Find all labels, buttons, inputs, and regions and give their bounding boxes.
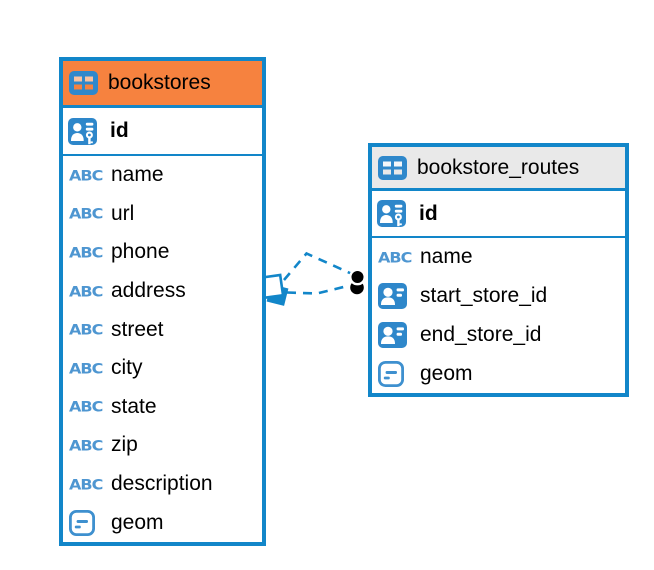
entity-table-bookstores[interactable]: bookstores id ABC name ABC url ABC phone… [59,57,266,546]
entity-table-bookstore-routes[interactable]: bookstore_routes id ABC name start_store… [368,143,629,397]
column-row-street[interactable]: ABC street [63,310,262,349]
table-header-bookstores[interactable]: bookstores [63,61,262,108]
table-icon [69,71,98,95]
text-type-icon: ABC [69,359,103,377]
column-label: geom [111,510,164,534]
primary-key-icon [68,118,104,145]
column-row-url[interactable]: ABC url [63,195,262,234]
text-type-icon: ABC [378,249,412,266]
column-label: state [111,394,157,418]
text-type-icon: ABC [69,166,103,184]
column-label: start_store_id [420,284,548,308]
table-title: bookstores [108,71,211,94]
text-type-icon: ABC [69,244,103,261]
geometry-type-icon [69,510,105,536]
text-type-icon: ABC [69,475,103,493]
column-row-id[interactable]: id [63,108,262,156]
column-row-name[interactable]: ABC name [63,156,262,195]
column-row-phone[interactable]: ABC phone [63,233,262,272]
column-row-description[interactable]: ABC description [63,465,262,504]
column-row-geom[interactable]: geom [63,503,262,542]
column-row-state[interactable]: ABC state [63,388,262,427]
relationship-line-end-store[interactable] [286,284,350,295]
column-label: geom [420,361,473,385]
column-label: street [111,317,164,341]
column-label: phone [111,240,170,264]
column-label: name [420,245,473,269]
table-title: bookstore_routes [417,155,580,179]
relationship-endpoint-dot-upper[interactable] [349,268,366,286]
column-list: ABC name ABC url ABC phone ABC address A… [63,156,262,542]
foreign-key-icon [378,283,414,309]
column-row-geom[interactable]: geom [372,354,625,393]
table-icon [378,156,407,180]
primary-key-icon [377,200,413,227]
text-type-icon: ABC [69,205,103,223]
column-label: id [110,119,129,142]
column-row-end-store-id[interactable]: end_store_id [372,316,625,355]
column-label: address [111,279,186,303]
column-label: name [111,163,164,187]
foreign-key-icon [378,322,414,348]
column-label: description [111,472,213,496]
column-row-start-store-id[interactable]: start_store_id [372,277,625,316]
column-row-city[interactable]: ABC city [63,349,262,388]
column-row-id[interactable]: id [372,191,625,238]
text-type-icon: ABC [69,398,103,416]
geometry-type-icon [378,361,414,387]
column-row-address[interactable]: ABC address [63,272,262,311]
text-type-icon: ABC [69,437,103,454]
column-label: zip [111,433,138,457]
column-label: end_store_id [420,322,542,346]
column-row-name[interactable]: ABC name [372,238,625,277]
text-type-icon: ABC [69,321,103,339]
column-label: url [111,201,135,225]
column-label: city [111,356,143,380]
column-list: ABC name start_store_id end_store_id geo… [372,238,625,393]
table-header-bookstore-routes[interactable]: bookstore_routes [372,147,625,191]
column-label: id [419,201,438,225]
relationship-line-start-store[interactable] [283,251,352,281]
column-row-zip[interactable]: ABC zip [63,426,262,465]
text-type-icon: ABC [69,282,103,300]
